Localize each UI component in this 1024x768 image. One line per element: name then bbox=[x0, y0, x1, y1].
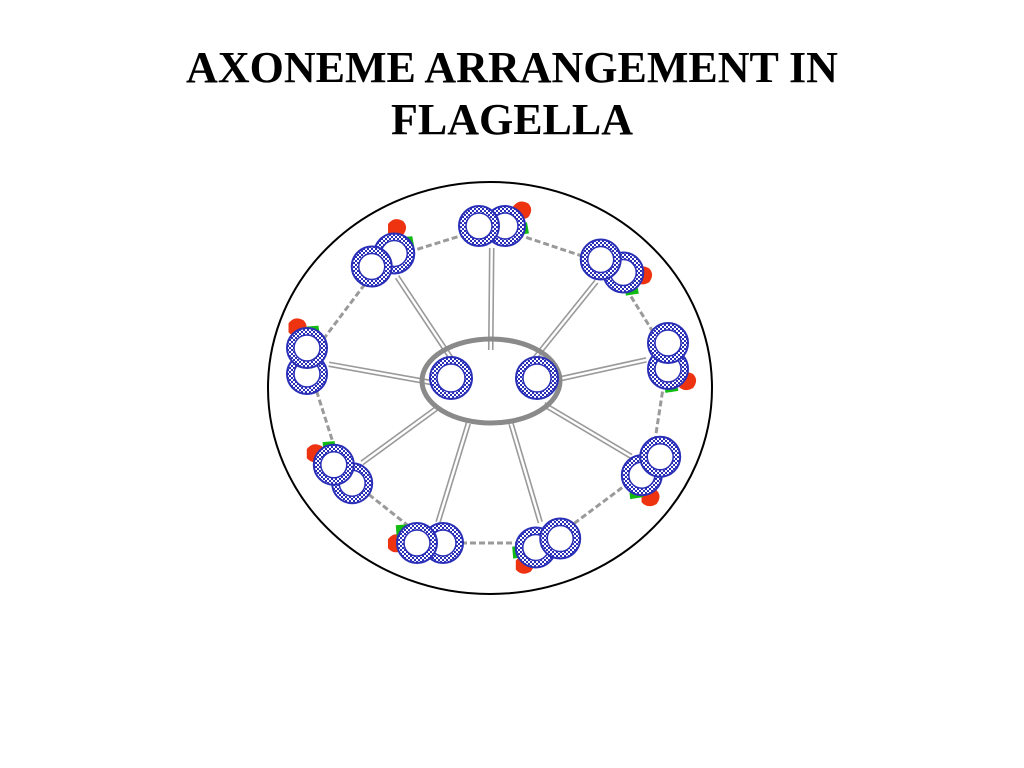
microtubule-doublet bbox=[286, 318, 328, 395]
slide-title: AXONEME ARRANGEMENT IN FLAGELLA bbox=[0, 42, 1024, 146]
slide-title-line-1: AXONEME ARRANGEMENT IN bbox=[186, 43, 838, 92]
radial-spoke bbox=[542, 402, 633, 459]
microtubule-doublet bbox=[620, 435, 682, 507]
central-sheath bbox=[419, 336, 563, 426]
microtubule-doublet bbox=[458, 201, 532, 247]
radial-spoke bbox=[487, 247, 495, 351]
radial-spoke bbox=[530, 279, 599, 364]
microtubule-doublet bbox=[387, 522, 464, 564]
radial-spoke bbox=[435, 422, 471, 524]
microtubule-doublet bbox=[512, 517, 582, 574]
microtubule-doublet bbox=[647, 322, 697, 393]
outer-doublets bbox=[286, 201, 697, 574]
cell-membrane-outline bbox=[267, 181, 713, 595]
radial-spoke bbox=[328, 361, 432, 386]
radial-spoke bbox=[508, 422, 543, 524]
microtubule-doublet bbox=[306, 441, 374, 505]
radial-spokes bbox=[328, 247, 647, 524]
radial-spoke bbox=[360, 404, 440, 466]
slide-title-line-2: FLAGELLA bbox=[390, 95, 634, 144]
radial-spoke bbox=[394, 275, 454, 361]
microtubule-doublet bbox=[579, 238, 653, 296]
radial-spoke bbox=[548, 357, 647, 385]
microtubule-doublet bbox=[350, 219, 416, 288]
central-pair bbox=[429, 356, 559, 400]
